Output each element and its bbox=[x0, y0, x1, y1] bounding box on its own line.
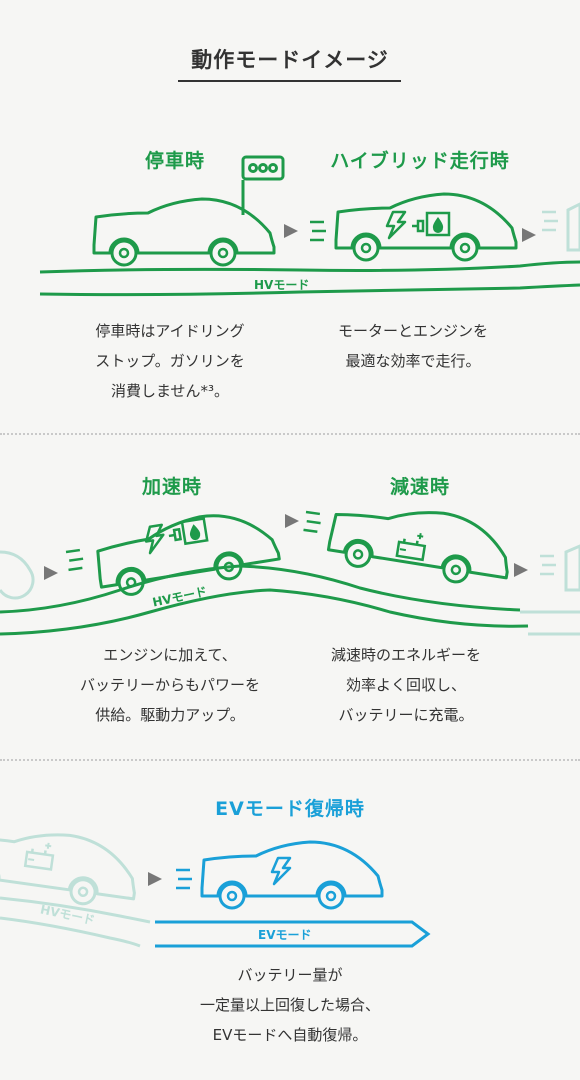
faded-road-right bbox=[520, 610, 580, 636]
ev-road bbox=[155, 920, 431, 948]
car-icon bbox=[92, 197, 276, 267]
faded-car-icon bbox=[0, 550, 35, 600]
traffic-light-icon bbox=[241, 155, 285, 215]
lightning-icon bbox=[270, 856, 292, 886]
plug-icon bbox=[166, 528, 182, 543]
page-title: 動作モードイメージ bbox=[191, 48, 389, 72]
acceleration-mode-title: 加速時 bbox=[141, 476, 202, 498]
ev-mode-road-label: EVモード bbox=[258, 928, 312, 942]
title-underline bbox=[178, 80, 401, 82]
triangle-arrow-icon bbox=[284, 224, 536, 242]
faded-hv-road bbox=[0, 896, 151, 948]
lightning-icon bbox=[385, 210, 407, 240]
car-icon bbox=[325, 494, 517, 592]
speed-lines-icon bbox=[308, 220, 328, 242]
faded-car-icon bbox=[566, 202, 580, 252]
battery-icon bbox=[395, 528, 428, 562]
triangle-arrow-icon bbox=[44, 514, 528, 580]
stop-mode-title: 停車時 bbox=[144, 150, 205, 172]
hv-mode-road-label: HVモード bbox=[254, 278, 310, 292]
ev-mode-return-title: EVモード復帰時 bbox=[215, 798, 365, 820]
car-icon bbox=[200, 840, 384, 910]
section-divider bbox=[0, 433, 580, 435]
ev-mode-return-description: バッテリー量が 一定量以上回復した場合、 EVモードへ自動復帰。 bbox=[199, 966, 380, 1044]
speed-lines-icon bbox=[538, 554, 558, 576]
fuel-drop-icon bbox=[180, 517, 209, 545]
hv-road-section1 bbox=[39, 260, 580, 297]
section-divider bbox=[0, 759, 580, 761]
speed-lines-icon bbox=[540, 210, 560, 232]
deceleration-mode-title: 減速時 bbox=[389, 476, 450, 498]
speed-lines-icon bbox=[302, 510, 324, 534]
deceleration-mode-description: 減速時のエネルギーを 効率よく回収し、 バッテリーに充電。 bbox=[330, 646, 481, 724]
acceleration-mode-description: エンジンに加えて、 バッテリーからもパワーを 供給。駆動力アップ。 bbox=[79, 646, 260, 724]
battery-icon bbox=[23, 838, 56, 871]
stop-mode-description: 停車時はアイドリング ストップ。ガソリンを 消費しません*³。 bbox=[95, 322, 245, 400]
faded-car-icon bbox=[564, 544, 580, 592]
hybrid-mode-title: ハイブリッド走行時 bbox=[330, 150, 510, 172]
speed-lines-icon bbox=[64, 548, 86, 572]
faded-car-icon bbox=[0, 818, 143, 913]
fuel-drop-icon bbox=[425, 211, 451, 237]
speed-lines-icon bbox=[174, 868, 194, 890]
hybrid-mode-description: モーターとエンジンを 最適な効率で走行。 bbox=[337, 322, 488, 370]
triangle-arrow-icon bbox=[148, 872, 162, 886]
hv-road-section2 bbox=[0, 564, 529, 636]
car-icon bbox=[91, 504, 283, 601]
plug-icon bbox=[410, 219, 425, 233]
